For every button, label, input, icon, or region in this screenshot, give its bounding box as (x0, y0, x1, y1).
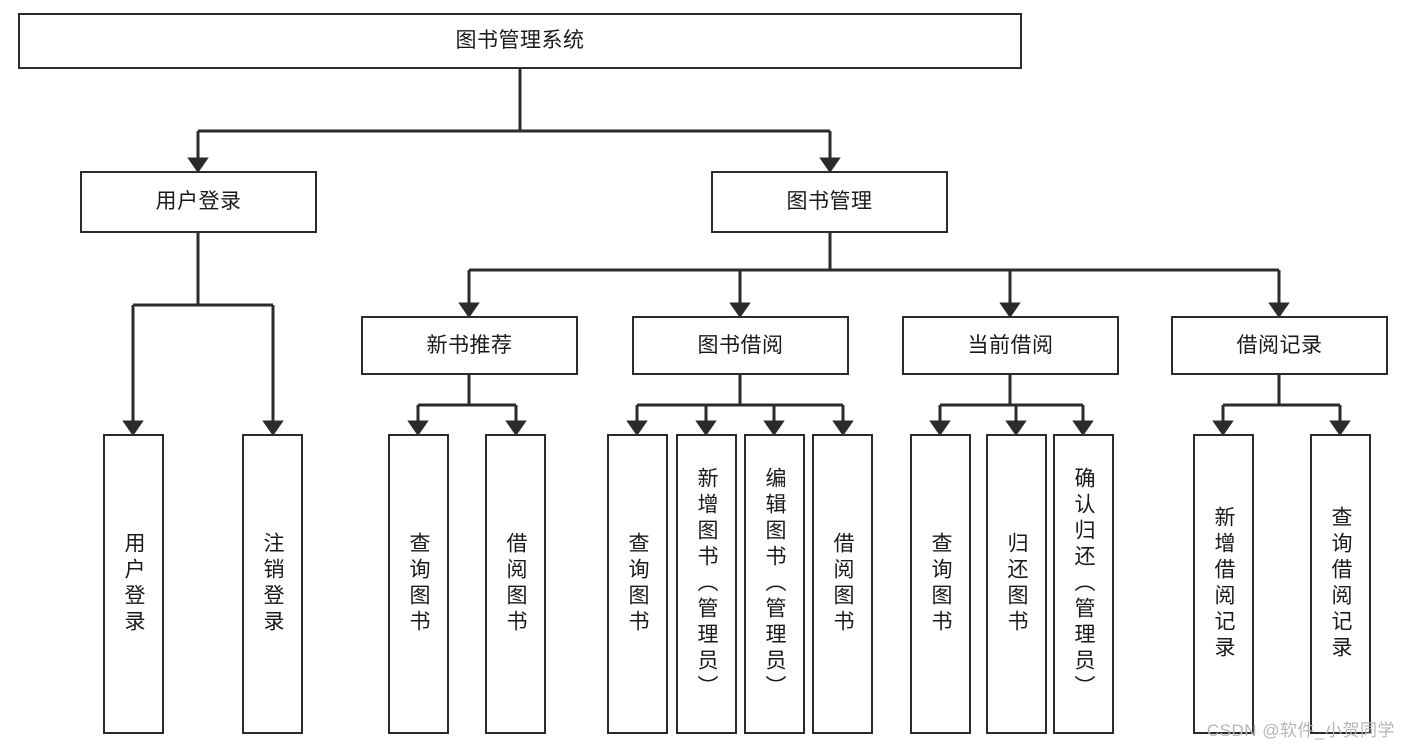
leaf-query-book-1[interactable]: 查询图书 (388, 434, 449, 734)
leaf-logout-label: 注销登录 (261, 532, 284, 636)
leaf-borrow-book-1-label: 借阅图书 (504, 532, 527, 636)
leaf-query-borrow-record[interactable]: 查询借阅记录 (1310, 434, 1371, 734)
leaf-return-book-label: 归还图书 (1005, 532, 1028, 636)
node-root-label: 图书管理系统 (455, 29, 585, 53)
node-borrow-record-label: 借阅记录 (1236, 333, 1323, 357)
node-root[interactable]: 图书管理系统 (18, 13, 1022, 69)
node-user-login[interactable]: 用户登录 (80, 171, 317, 233)
csdn-watermark: CSDN @软件_小贺同学 (1206, 721, 1395, 740)
leaf-borrow-book-2-label: 借阅图书 (831, 532, 854, 636)
leaf-query-book-3-label: 查询图书 (929, 532, 952, 636)
node-book-borrow-label: 图书借阅 (697, 333, 784, 357)
leaf-confirm-return-admin-label: 确认归还（管理员） (1072, 467, 1095, 701)
leaf-add-borrow-record[interactable]: 新增借阅记录 (1193, 434, 1254, 734)
leaf-query-book-1-label: 查询图书 (407, 532, 430, 636)
leaf-add-book-admin[interactable]: 新增图书（管理员） (676, 434, 737, 734)
leaf-query-book-2-label: 查询图书 (626, 532, 649, 636)
leaf-edit-book-admin-label: 编辑图书（管理员） (763, 467, 786, 701)
leaf-borrow-book-1[interactable]: 借阅图书 (485, 434, 546, 734)
node-book-borrow[interactable]: 图书借阅 (632, 316, 849, 375)
leaf-query-borrow-record-label: 查询借阅记录 (1329, 506, 1352, 662)
node-new-book-recommend-label: 新书推荐 (426, 333, 513, 357)
node-new-book-recommend[interactable]: 新书推荐 (361, 316, 578, 375)
node-user-login-label: 用户登录 (155, 190, 242, 214)
leaf-borrow-book-2[interactable]: 借阅图书 (812, 434, 873, 734)
leaf-confirm-return-admin[interactable]: 确认归还（管理员） (1053, 434, 1114, 734)
leaf-query-book-3[interactable]: 查询图书 (910, 434, 971, 734)
leaf-logout[interactable]: 注销登录 (242, 434, 303, 734)
leaf-edit-book-admin[interactable]: 编辑图书（管理员） (744, 434, 805, 734)
leaf-add-borrow-record-label: 新增借阅记录 (1212, 506, 1235, 662)
node-current-borrow-label: 当前借阅 (967, 333, 1054, 357)
leaf-user-login[interactable]: 用户登录 (103, 434, 164, 734)
node-book-management-label: 图书管理 (786, 190, 873, 214)
leaf-return-book[interactable]: 归还图书 (986, 434, 1047, 734)
node-book-management[interactable]: 图书管理 (711, 171, 948, 233)
node-current-borrow[interactable]: 当前借阅 (902, 316, 1119, 375)
leaf-user-login-label: 用户登录 (122, 532, 145, 636)
leaf-query-book-2[interactable]: 查询图书 (607, 434, 668, 734)
node-borrow-record[interactable]: 借阅记录 (1171, 316, 1388, 375)
leaf-add-book-admin-label: 新增图书（管理员） (695, 467, 718, 701)
